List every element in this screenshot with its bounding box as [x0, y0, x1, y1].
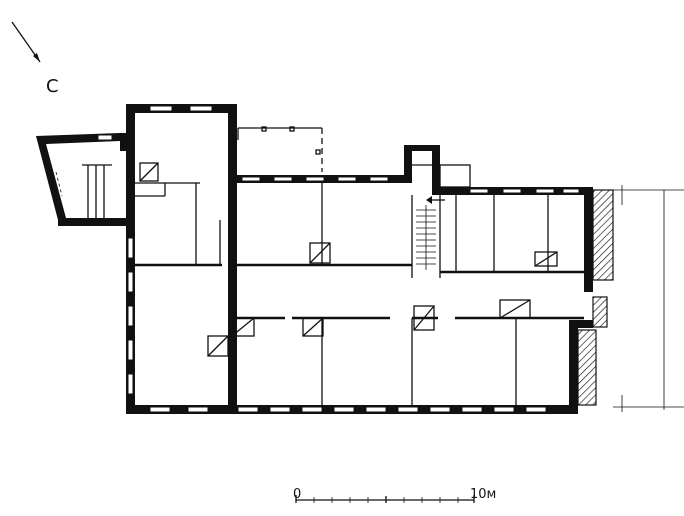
north-arrow: С: [11, 21, 59, 97]
east-annex: [577, 185, 684, 412]
scale-end-label: 10м: [470, 487, 496, 502]
annex-stair: [55, 164, 112, 218]
stoves: [139, 162, 558, 357]
scale-start-label: 0: [293, 487, 301, 502]
scale-bar: 0 10м: [293, 487, 496, 503]
interior-walls: [135, 164, 584, 405]
courtyard-fence: [237, 126, 323, 172]
north-label: С: [46, 76, 59, 97]
staircase: [416, 196, 445, 270]
windows: [97, 105, 580, 413]
